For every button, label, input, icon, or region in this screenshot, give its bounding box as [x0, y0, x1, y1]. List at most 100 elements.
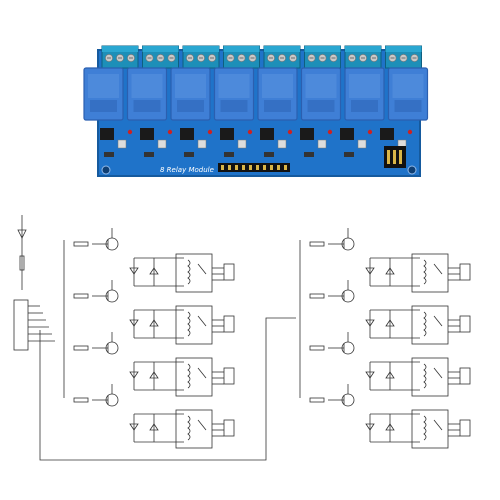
optocoupler — [220, 128, 234, 140]
terminal-block-top — [345, 46, 381, 52]
header-pin — [221, 165, 224, 170]
led — [167, 129, 173, 135]
relay-label-area — [175, 74, 206, 98]
relay-label-area — [131, 74, 163, 98]
diode-symbol — [149, 267, 159, 275]
input-resistor — [73, 241, 89, 247]
relay-box — [411, 305, 449, 345]
relay-board: 8 Relay Module — [83, 45, 429, 177]
schematic-channel — [309, 228, 471, 293]
led-symbol — [365, 371, 375, 379]
relay-label-area — [218, 74, 250, 98]
relay-contact — [197, 315, 207, 327]
relay-box — [175, 253, 213, 293]
input-resistor — [73, 293, 89, 299]
header-pin — [235, 165, 238, 170]
jumper-pin — [393, 150, 396, 164]
terminal-block-top — [142, 46, 179, 52]
schematic-channel — [73, 228, 235, 293]
optocoupler — [380, 128, 394, 140]
relay-label-area — [262, 74, 293, 98]
driver-components — [100, 128, 413, 157]
terminal-block-top — [183, 46, 219, 52]
relay-row — [83, 67, 429, 121]
terminal-block-top — [264, 46, 300, 52]
relay-marking — [351, 100, 378, 112]
header-pin — [256, 165, 259, 170]
relay-coil — [187, 363, 191, 389]
optocoupler — [300, 128, 314, 140]
schematic-left-half — [13, 215, 296, 461]
schematic-channel — [309, 332, 471, 397]
relay-label-area — [349, 74, 380, 98]
output-terminal — [223, 367, 235, 385]
header-pin — [249, 165, 252, 170]
relay-marking — [264, 100, 291, 112]
relay-contact — [197, 367, 207, 379]
header-pin — [284, 165, 287, 170]
diode — [144, 152, 154, 157]
diode — [184, 152, 194, 157]
led-symbol — [129, 267, 139, 275]
led — [367, 129, 373, 135]
led-symbol — [365, 267, 375, 275]
input-resistor — [73, 345, 89, 351]
relay-marking — [220, 100, 248, 112]
relay-contact — [433, 419, 443, 431]
jumper-pin — [399, 150, 402, 164]
output-terminal — [459, 315, 471, 333]
resistor — [197, 139, 207, 149]
diode-symbol — [149, 423, 159, 431]
schematic-channel — [309, 384, 471, 449]
header-pin — [228, 165, 231, 170]
resistor — [317, 139, 327, 149]
output-terminal — [459, 419, 471, 437]
led-symbol — [129, 423, 139, 431]
relay-coil — [187, 311, 191, 337]
input-resistor — [309, 241, 325, 247]
mounting-hole-left — [101, 165, 111, 175]
terminal-block-top — [223, 46, 260, 52]
led-symbol — [129, 319, 139, 327]
relay-coil — [423, 311, 427, 337]
output-terminal — [223, 263, 235, 281]
diode-symbol — [385, 267, 395, 275]
terminal-block-top — [102, 46, 138, 52]
input-resistor — [73, 397, 89, 403]
pin-header — [218, 146, 406, 172]
relay-contact — [433, 263, 443, 275]
diode — [344, 152, 354, 157]
relay-marking — [90, 100, 117, 112]
relay-box — [175, 305, 213, 345]
jumper-pin — [387, 150, 390, 164]
input-resistor — [309, 293, 325, 299]
relay-contact — [433, 367, 443, 379]
diode-symbol — [385, 371, 395, 379]
optocoupler — [260, 128, 274, 140]
diode — [224, 152, 234, 157]
diode-symbol — [149, 319, 159, 327]
return-wire — [39, 317, 296, 461]
relay-coil — [423, 259, 427, 285]
led — [287, 129, 293, 135]
terminal-block-top — [304, 46, 341, 52]
resistor — [117, 139, 127, 149]
diode — [264, 152, 274, 157]
relay-marking — [133, 100, 161, 112]
diode — [104, 152, 114, 157]
relay-box — [411, 409, 449, 449]
header-pin — [270, 165, 273, 170]
resistor — [157, 139, 167, 149]
relay-label-area — [392, 74, 424, 98]
diode-symbol — [385, 423, 395, 431]
led — [247, 129, 253, 135]
relay-box — [411, 357, 449, 397]
header-pin — [242, 165, 245, 170]
header-pin — [277, 165, 280, 170]
optocoupler — [340, 128, 354, 140]
schematic-channel — [309, 280, 471, 345]
relay-marking — [307, 100, 335, 112]
schematic-channel — [73, 384, 235, 449]
optocoupler — [180, 128, 194, 140]
